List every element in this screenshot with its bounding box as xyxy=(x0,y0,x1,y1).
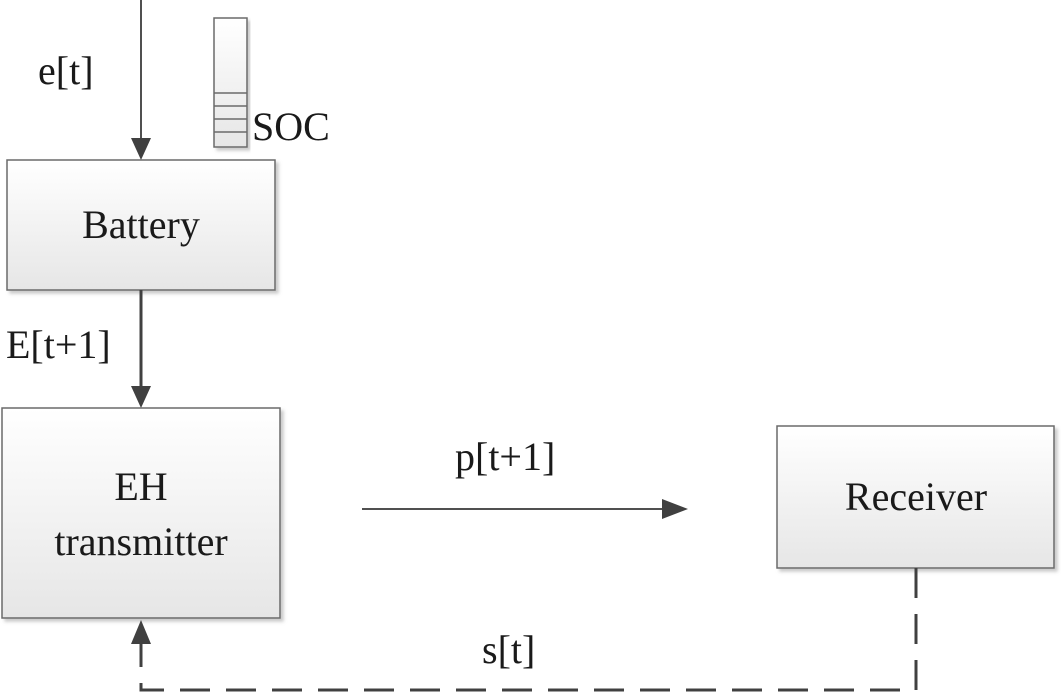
transmit-arrow xyxy=(362,499,688,519)
battery-to-transmitter-arrow xyxy=(131,290,151,408)
transmitter-box: EH transmitter xyxy=(1,407,281,619)
receiver-label: Receiver xyxy=(845,474,987,519)
battery-label: Battery xyxy=(82,202,200,247)
soc-indicator xyxy=(213,17,248,148)
feedback-path xyxy=(131,568,918,692)
feedback-label: s[t] xyxy=(482,627,535,672)
transmitter-label-line1: EH xyxy=(114,464,167,509)
harvest-label: e[t] xyxy=(38,48,94,93)
battery-to-transmitter-label: E[t+1] xyxy=(6,322,111,367)
battery-box: Battery xyxy=(6,159,276,291)
transmit-label: p[t+1] xyxy=(455,434,555,479)
soc-label: SOC xyxy=(252,104,330,149)
harvest-arrow xyxy=(131,0,151,160)
receiver-box: Receiver xyxy=(776,425,1055,569)
transmitter-label-line2: transmitter xyxy=(54,519,227,564)
